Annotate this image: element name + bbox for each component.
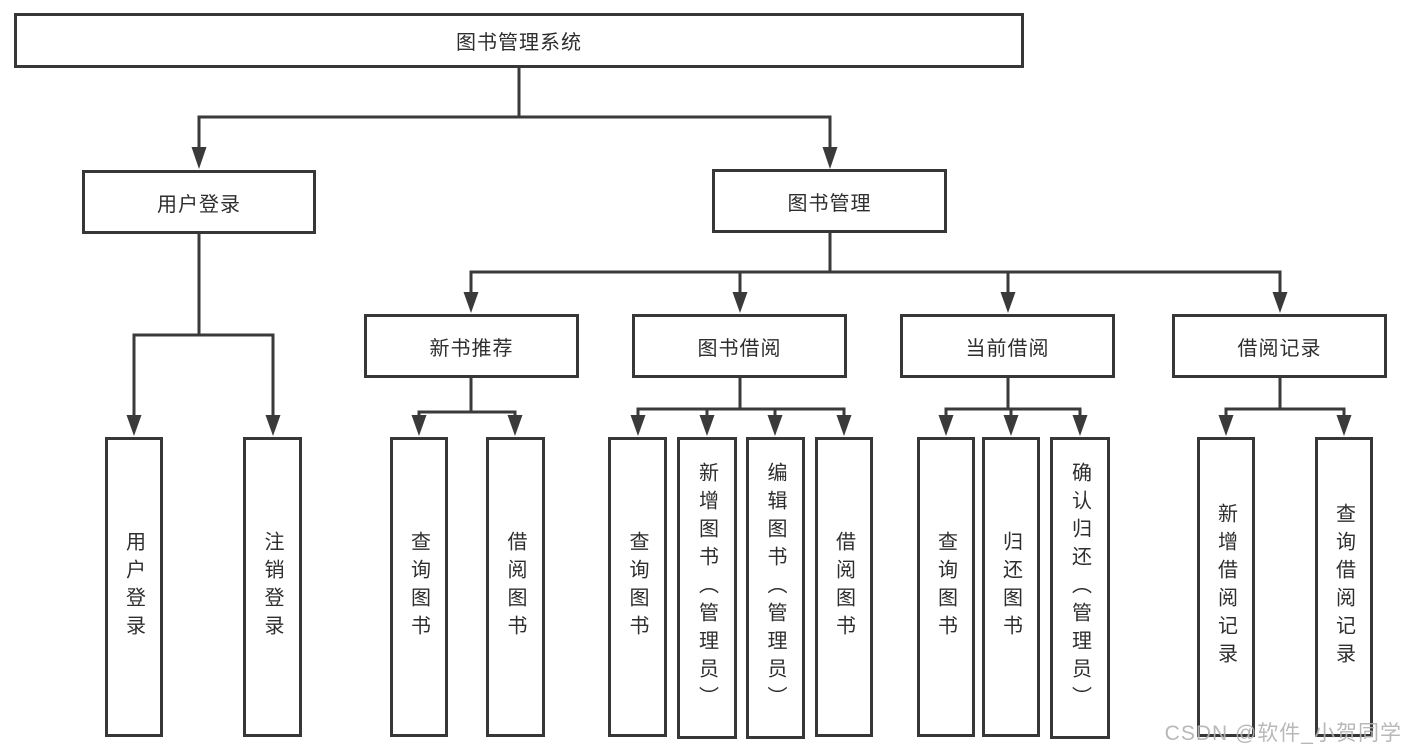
node-new-book-recommend: 新书推荐 [364,314,579,378]
leaf-borrow-books-recommend: 借阅图书 [486,437,545,737]
arrowheads [126,147,1352,436]
leaf-confirm-return-admin: 确认归还（管理员） [1050,437,1110,739]
leaf-query-books-recommend: 查询图书 [390,437,448,737]
node-root-library-system: 图书管理系统 [14,13,1024,68]
node-borrow-records: 借阅记录 [1172,314,1387,378]
leaf-add-book-admin: 新增图书（管理员） [677,437,737,739]
csdn-watermark: CSDN @软件_小贺同学 [1164,722,1402,745]
leaf-return-book: 归还图书 [982,437,1040,737]
leaf-query-books-borrow: 查询图书 [608,437,667,737]
node-book-management: 图书管理 [712,169,947,233]
node-book-borrow: 图书借阅 [632,314,847,378]
leaf-edit-book-admin: 编辑图书（管理员） [746,437,805,739]
leaf-logout: 注销登录 [243,437,302,737]
leaf-query-books-current: 查询图书 [917,437,975,737]
leaf-add-borrow-record: 新增借阅记录 [1197,437,1255,737]
node-current-borrow: 当前借阅 [900,314,1115,378]
leaf-user-login: 用户登录 [105,437,163,737]
leaf-query-borrow-record: 查询借阅记录 [1315,437,1373,737]
leaf-borrow-books: 借阅图书 [815,437,873,737]
node-user-login-branch: 用户登录 [82,170,316,234]
